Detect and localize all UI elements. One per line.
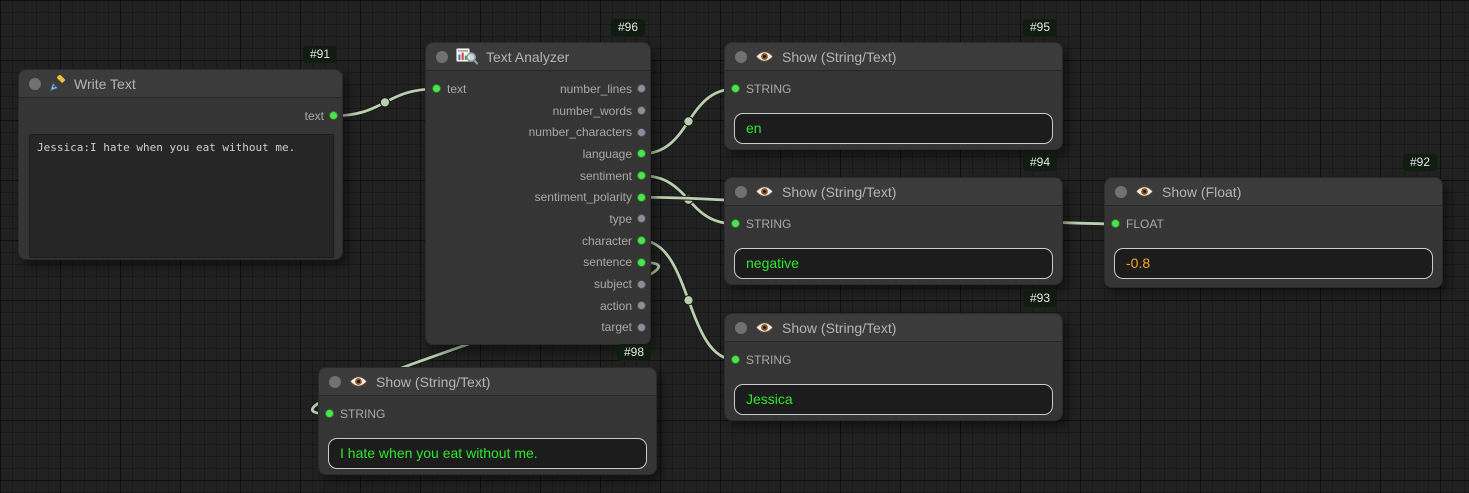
output-port-number-words[interactable]: number_words	[426, 100, 650, 122]
collapse-dot[interactable]	[29, 77, 41, 90]
node-id-badge: #91	[302, 46, 337, 63]
collapse-dot[interactable]	[436, 50, 448, 63]
node-id-badge: #98	[616, 344, 651, 361]
input-port-string[interactable]: STRING	[319, 403, 656, 425]
eye-icon	[755, 50, 774, 63]
port-dot[interactable]	[637, 257, 646, 267]
port-dot[interactable]	[637, 84, 646, 94]
node-title: Show (String/Text)	[376, 373, 491, 390]
port-dot[interactable]	[325, 409, 334, 419]
collapse-dot[interactable]	[1115, 185, 1127, 198]
port-dot[interactable]	[637, 301, 646, 311]
output-port-text[interactable]: text	[19, 105, 342, 127]
node-title: Show (String/Text)	[782, 183, 897, 200]
node-show-sentiment[interactable]: #94 Show (String/Text) STRING negative	[724, 154, 1063, 285]
node-show-float-header[interactable]: Show (Float)	[1105, 178, 1442, 206]
collapse-dot[interactable]	[735, 185, 747, 198]
collapse-dot[interactable]	[735, 50, 747, 63]
output-port-character[interactable]: character	[426, 230, 650, 252]
output-port-subject[interactable]: subject	[426, 273, 650, 295]
port-dot[interactable]	[637, 236, 646, 246]
node-show-sentiment-header[interactable]: Show (String/Text)	[725, 178, 1062, 206]
node-show-character-header[interactable]: Show (String/Text)	[725, 314, 1062, 342]
node-write-text-header[interactable]: Write Text	[19, 70, 342, 98]
pen-icon	[49, 75, 66, 92]
port-dot[interactable]	[637, 149, 646, 159]
eye-icon	[349, 375, 368, 388]
node-show-float[interactable]: #92 Show (Float) FLOAT -0.8	[1104, 154, 1443, 288]
input-port-string[interactable]: STRING	[725, 78, 1062, 100]
output-port-number-lines[interactable]: number_lines	[426, 78, 650, 100]
input-port-string[interactable]: STRING	[725, 213, 1062, 235]
port-dot[interactable]	[329, 111, 338, 121]
collapse-dot[interactable]	[329, 375, 341, 388]
input-port-text[interactable]: text	[426, 78, 466, 100]
collapse-dot[interactable]	[735, 321, 747, 334]
node-show-character[interactable]: #93 Show (String/Text) STRING Jessica	[724, 290, 1063, 421]
output-port-language[interactable]: language	[426, 143, 650, 165]
eye-icon	[755, 185, 774, 198]
port-dot[interactable]	[637, 192, 646, 202]
node-title: Show (String/Text)	[782, 319, 897, 336]
node-id-badge: #94	[1022, 154, 1057, 171]
node-show-sentence[interactable]: #98 Show (String/Text) STRING I hate whe…	[318, 344, 657, 475]
node-title: Text Analyzer	[486, 48, 570, 65]
output-port-type[interactable]: type	[426, 208, 650, 230]
node-write-text[interactable]: #91 Write Text text	[18, 46, 343, 260]
text-input[interactable]	[29, 133, 334, 258]
node-show-language-header[interactable]: Show (String/Text)	[725, 43, 1062, 71]
output-port-sentence[interactable]: sentence	[426, 252, 650, 274]
value-display: I hate when you eat without me.	[328, 437, 647, 469]
node-title: Write Text	[74, 75, 136, 92]
value-display: negative	[734, 247, 1053, 279]
output-port-target[interactable]: target	[426, 317, 650, 339]
node-id-badge: #92	[1402, 154, 1437, 171]
port-dot[interactable]	[731, 84, 740, 94]
port-dot[interactable]	[637, 171, 646, 181]
node-text-analyzer-header[interactable]: Text Analyzer	[426, 43, 650, 71]
node-text-analyzer[interactable]: #96 Text Analyzer text num	[425, 19, 651, 345]
value-display: en	[734, 112, 1053, 144]
node-title: Show (String/Text)	[782, 48, 897, 65]
port-dot[interactable]	[731, 355, 740, 365]
port-dot[interactable]	[637, 214, 646, 224]
value-display: -0.8	[1114, 247, 1433, 279]
node-title: Show (Float)	[1162, 183, 1242, 200]
port-dot[interactable]	[1111, 219, 1120, 229]
output-port-action[interactable]: action	[426, 295, 650, 317]
chart-search-icon	[456, 48, 478, 65]
node-show-sentence-header[interactable]: Show (String/Text)	[319, 368, 656, 396]
output-port-sentiment[interactable]: sentiment	[426, 165, 650, 187]
output-port-number-characters[interactable]: number_characters	[426, 121, 650, 143]
value-display: Jessica	[734, 383, 1053, 415]
output-port-sentiment-polarity[interactable]: sentiment_polarity	[426, 186, 650, 208]
eye-icon	[755, 321, 774, 334]
node-id-badge: #93	[1022, 290, 1057, 307]
eye-icon	[1135, 185, 1154, 198]
port-dot[interactable]	[637, 279, 646, 289]
node-id-badge: #95	[1022, 19, 1057, 36]
port-dot[interactable]	[731, 219, 740, 229]
port-dot[interactable]	[637, 106, 646, 116]
port-dot[interactable]	[432, 84, 441, 94]
input-port-float[interactable]: FLOAT	[1105, 213, 1442, 235]
node-show-language[interactable]: #95 Show (String/Text) STRING en	[724, 19, 1063, 150]
port-dot[interactable]	[637, 127, 646, 137]
input-port-string[interactable]: STRING	[725, 349, 1062, 371]
port-dot[interactable]	[637, 322, 646, 332]
node-id-badge: #96	[610, 19, 645, 36]
